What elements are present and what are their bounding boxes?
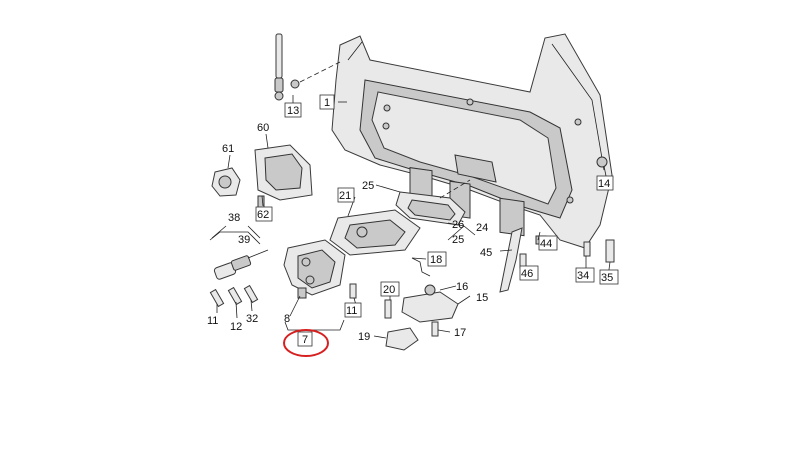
label-20: 20	[383, 284, 395, 296]
label-44: 44	[540, 238, 552, 250]
label-7: 7	[302, 334, 308, 346]
label-24: 24	[476, 222, 488, 234]
label-35: 35	[601, 272, 613, 284]
label-8: 8	[284, 313, 290, 325]
gas-strut	[274, 33, 341, 101]
label-62: 62	[257, 209, 269, 221]
label-25b: 25	[452, 234, 464, 246]
leader-lines	[211, 95, 611, 339]
label-11a: 11	[207, 315, 218, 327]
label-60: 60	[257, 122, 269, 134]
lock-housing	[211, 144, 313, 211]
callout-labels: 13 1 60 61 62 14 25 21 26 24 25 38 39 18…	[207, 94, 619, 347]
label-26: 26	[452, 219, 464, 231]
cable-actuator	[209, 231, 269, 280]
label-46: 46	[521, 268, 533, 280]
highlight-circle	[283, 329, 329, 357]
label-18: 18	[430, 254, 442, 266]
label-17: 17	[454, 327, 466, 339]
label-45: 45	[480, 247, 492, 259]
bolts-group	[209, 283, 357, 308]
label-25a: 25	[362, 180, 374, 192]
label-1: 1	[324, 97, 330, 109]
label-38: 38	[228, 212, 240, 224]
label-16: 16	[456, 281, 468, 293]
label-61: 61	[222, 143, 234, 155]
label-15: 15	[476, 292, 488, 304]
label-12: 12	[230, 321, 242, 333]
label-13: 13	[287, 105, 299, 117]
label-21: 21	[339, 190, 351, 202]
label-11b: 11	[346, 305, 357, 317]
label-19: 19	[358, 331, 370, 343]
label-34: 34	[577, 270, 589, 282]
label-39: 39	[238, 234, 250, 246]
latch-mechanism	[283, 239, 346, 299]
striker-plate	[384, 257, 459, 351]
label-32: 32	[246, 313, 258, 325]
label-14: 14	[598, 178, 610, 190]
